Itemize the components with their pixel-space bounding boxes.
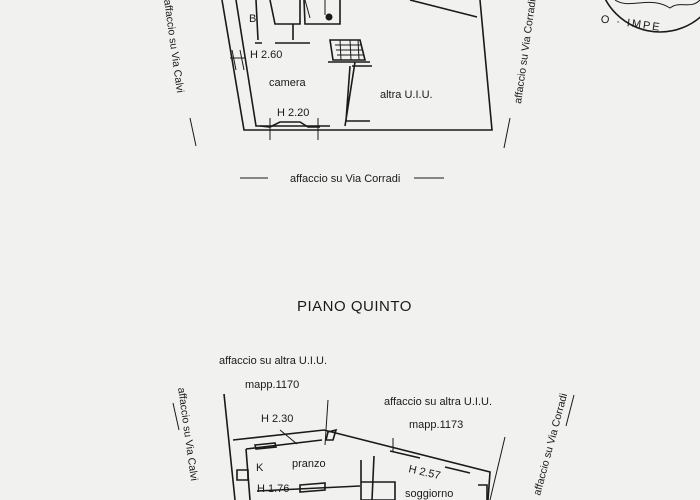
room-label-b: B: [249, 13, 256, 25]
stamp-seal: O · IMPE: [600, 0, 700, 34]
upper-floor-plan: B H 2.60 camera H 2.20 altra U.I.U. affa…: [161, 0, 539, 185]
facing-via-calvi: affaccio su Via Calvi: [161, 0, 186, 94]
room-label-soggiorno: soggiorno: [405, 488, 453, 500]
room-label-k: K: [256, 462, 264, 474]
room-label-pranzo: pranzo: [292, 458, 326, 470]
facing-via-corradi-lower: affaccio su Via Corradi: [531, 392, 570, 497]
facing-other-unit-left: affaccio su altra U.I.U.: [219, 355, 327, 367]
height-label: H 1.76: [257, 483, 289, 495]
height-label: H 2.30: [261, 413, 293, 425]
lower-floor-plan: affaccio su altra U.I.U. mapp.1170 affac…: [172, 355, 575, 500]
mapp-1173: mapp.1173: [409, 419, 463, 431]
height-label: H 2.20: [277, 107, 309, 119]
height-label: H 2.57: [407, 463, 441, 482]
mapp-1170: mapp.1170: [245, 379, 299, 391]
facing-via-corradi-bottom: affaccio su Via Corradi: [290, 173, 400, 185]
other-unit-label: altra U.I.U.: [380, 89, 433, 101]
height-label: H 2.60: [250, 49, 282, 61]
facing-other-unit-right: affaccio su altra U.I.U.: [384, 396, 492, 408]
facing-via-corradi-right: affaccio su Via Corradi: [512, 0, 539, 104]
section-title: PIANO QUINTO: [297, 298, 412, 315]
facing-via-calvi-lower: affaccio su Via Calvi: [175, 387, 200, 482]
svg-text:O · IMPE: O · IMPE: [600, 14, 662, 34]
column-marker: [325, 13, 333, 21]
room-label-camera: camera: [269, 77, 307, 89]
